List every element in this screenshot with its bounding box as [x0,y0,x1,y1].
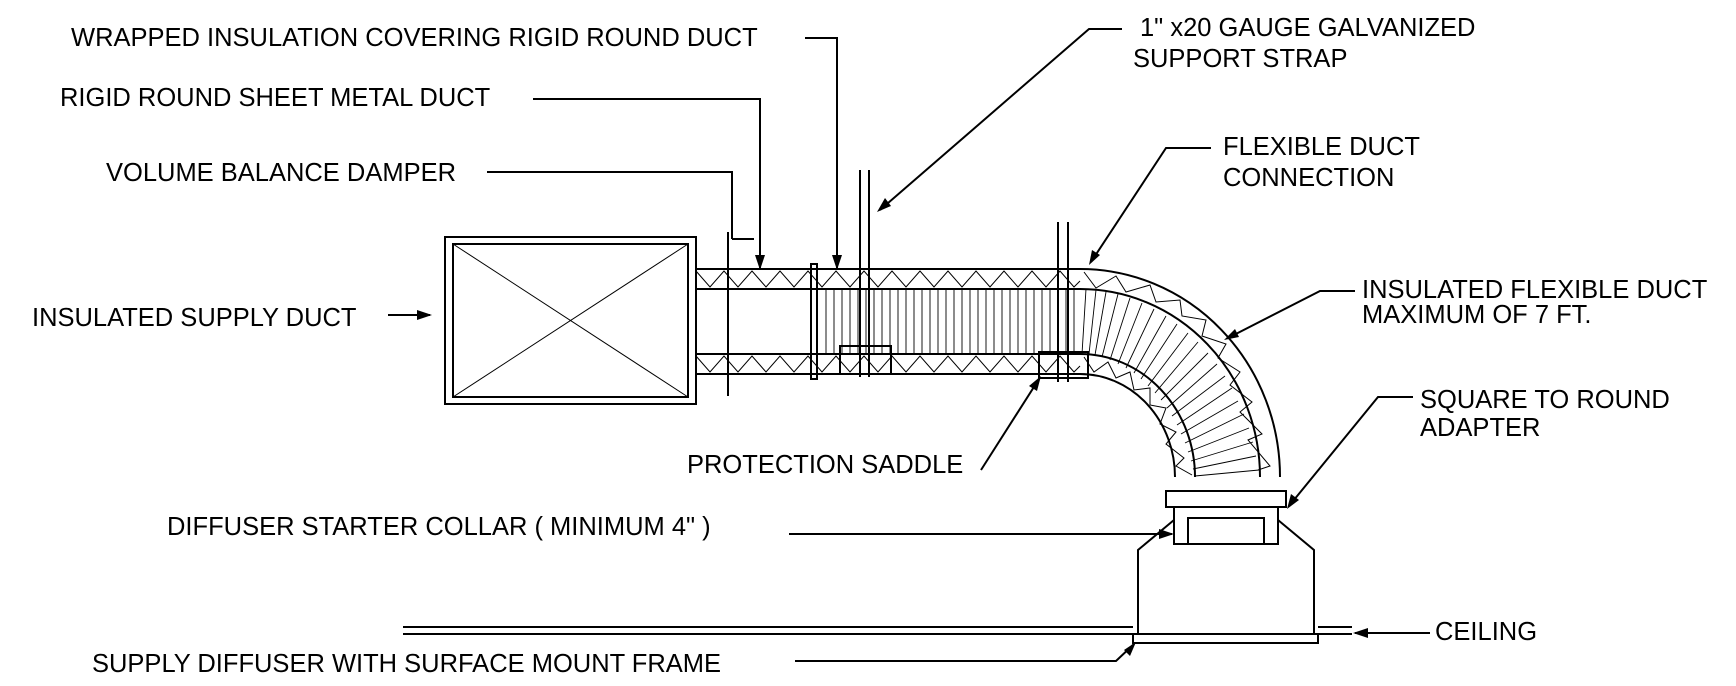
label-insulated-flex-line1: INSULATED FLEXIBLE DUCT [1362,276,1707,304]
label-supply-diffuser: SUPPLY DIFFUSER WITH SURFACE MOUNT FRAME [92,650,721,678]
label-protection-saddle: PROTECTION SADDLE [687,451,963,479]
insulation-zigzag-bottom [695,355,1081,373]
support-strap-1 [839,170,892,377]
label-insulated-flex-line2: MAXIMUM OF 7 FT. [1362,301,1592,329]
leader-starter-collar [789,529,1174,539]
label-square-round-line2: ADAPTER [1420,414,1540,442]
rigid-round-duct [695,263,1081,380]
flexible-duct-elbow [1079,268,1281,478]
leader-rigid-round-duct [533,98,765,270]
leader-protection-saddle [980,376,1041,471]
leader-square-round [1287,396,1413,509]
label-support-strap-line1: 1" x20 GAUGE GALVANIZED [1140,14,1475,42]
label-square-round-line1: SQUARE TO ROUND [1420,386,1670,414]
leader-wrapped-insulation [805,37,842,270]
supply-diffuser [1132,519,1319,644]
insulation-zigzag-top [695,270,1081,288]
flex-insulation-zigzag-inner [1083,356,1193,476]
square-to-round-adapter [1165,490,1287,545]
duct-joint-flange [810,263,818,380]
leader-ceiling [1353,628,1430,638]
support-strap-2 [1038,222,1089,382]
leader-supply-diffuser [795,642,1136,662]
label-starter-collar: DIFFUSER STARTER COLLAR ( MINIMUM 4" ) [167,513,711,541]
label-volume-damper: VOLUME BALANCE DAMPER [106,159,456,187]
label-support-strap-line2: SUPPORT STRAP [1133,45,1347,73]
leader-flexible-connection [1089,147,1211,265]
leader-insulated-flex [1224,290,1355,340]
label-ceiling: CEILING [1435,618,1537,646]
duct-interior-hatch [825,289,1075,354]
leader-volume-damper [487,171,754,240]
insulated-supply-duct [444,236,697,405]
label-rigid-round-duct: RIGID ROUND SHEET METAL DUCT [60,84,490,112]
ceiling [403,626,1352,635]
label-flexible-connection-line1: FLEXIBLE DUCT [1223,133,1420,161]
label-flexible-connection-line2: CONNECTION [1223,164,1394,192]
leader-support-strap [877,28,1122,212]
flex-duct-ribs [1081,288,1260,477]
leader-insulated-supply-duct [388,310,432,320]
label-wrapped-insulation: WRAPPED INSULATION COVERING RIGID ROUND … [71,24,758,52]
flex-insulation-zigzag-outer [1083,271,1271,471]
label-insulated-supply-duct: INSULATED SUPPLY DUCT [32,304,357,332]
